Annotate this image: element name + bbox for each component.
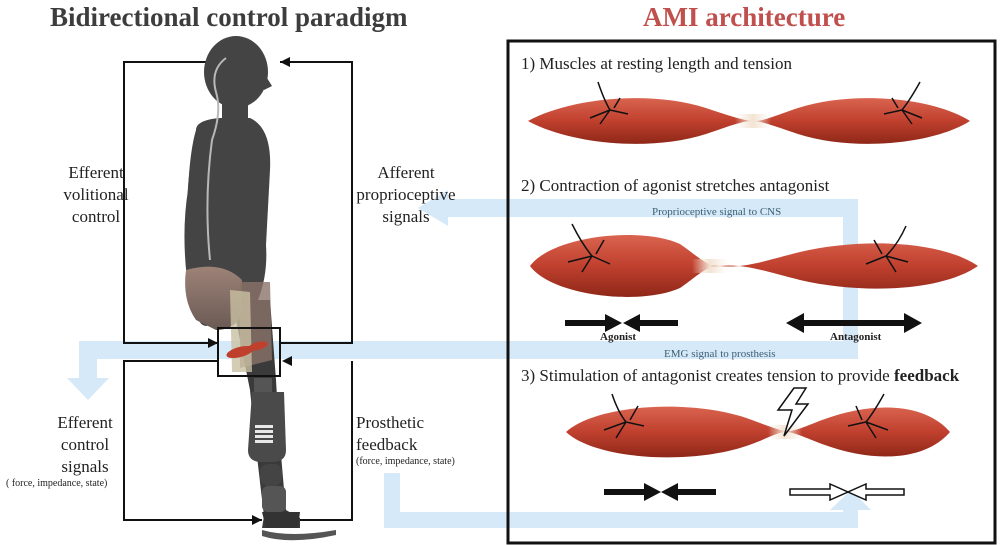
tension-arrows <box>789 482 905 502</box>
contraction-arrows-step3 <box>604 483 716 501</box>
lightning-bolt-icon <box>776 387 810 437</box>
label-efferent-control-detail: ( force, impedance, state) <box>6 478 108 489</box>
title-bidirectional: Bidirectional control paradigm <box>50 2 408 32</box>
muscle-pair-resting <box>528 81 970 144</box>
label-prosthetic-feedback-detail: (force, impedance, state) <box>356 456 455 467</box>
ami-frame <box>506 39 997 545</box>
agonist-label: Agonist <box>600 331 637 343</box>
contraction-arrows <box>565 314 678 332</box>
residual-limb <box>185 266 272 372</box>
antagonist-label: Antagonist <box>830 331 882 343</box>
label-efferent-volitional: Efferent volitional control <box>63 163 129 226</box>
ami-inset-box <box>217 327 281 377</box>
control-loop-lines <box>123 61 353 521</box>
label-efferent-control: Efferent control signals <box>57 413 113 476</box>
nerve-pathway <box>206 57 227 261</box>
muscle-pair-stimulated <box>566 393 950 458</box>
signal-flow-arrows <box>67 190 871 528</box>
title-ami: AMI architecture <box>643 2 846 32</box>
step2-caption: 2) Contraction of agonist stretches anta… <box>521 176 830 195</box>
muscle-pair-contracted <box>530 223 978 297</box>
control-loop-arrowheads <box>208 57 292 525</box>
label-afferent-proprioceptive: Afferent proprioceptive signals <box>356 163 456 226</box>
emg-signal-caption: EMG signal to prosthesis <box>664 348 776 360</box>
stretch-arrows <box>786 313 922 333</box>
step3-caption: 3) Stimulation of antagonist creates ten… <box>521 366 960 385</box>
step1-caption: 1) Muscles at resting length and tension <box>521 54 793 73</box>
label-prosthetic-feedback: Prosthetic feedback <box>356 413 424 454</box>
prosthetic-leg <box>248 378 336 541</box>
step3-caption-bold: feedback <box>893 366 960 385</box>
proprioceptive-signal-caption: Proprioceptive signal to CNS <box>652 206 782 218</box>
